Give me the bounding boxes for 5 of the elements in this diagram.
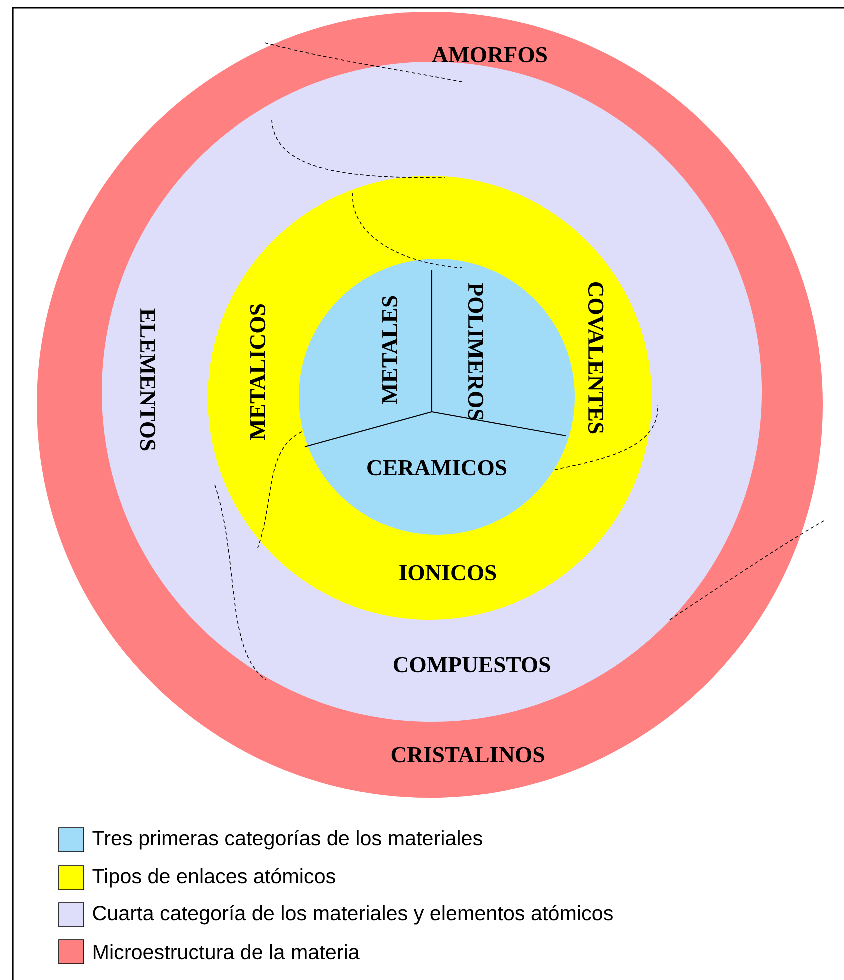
legend-text: Microestructura de la materia: [94, 944, 360, 960]
legend-text: Tres primeras categorías de los materiales: [92, 830, 482, 850]
center-disk: METALES POLIMEROS CERAMICOS: [299, 259, 575, 535]
legend-text: Cuarta categoría de los materiales y elementos atómicos: [93, 905, 613, 925]
legend-text: Tipos de enlaces atómicos: [92, 868, 336, 888]
